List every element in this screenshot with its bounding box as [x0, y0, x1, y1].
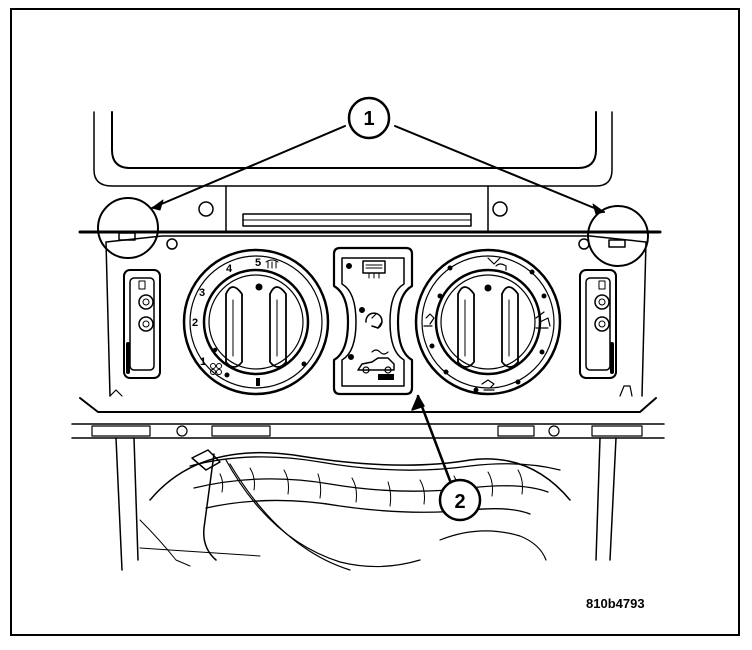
- wiring-harness: [139, 449, 561, 571]
- rear-defrost-button: [346, 260, 386, 279]
- fan-icon: [210, 363, 222, 375]
- callout-1: [151, 96, 605, 215]
- center-button-cluster: [332, 246, 414, 396]
- callout-2: [411, 394, 482, 522]
- blower-speed-knob: [182, 248, 330, 396]
- dashboard-upper-opening: [93, 111, 613, 233]
- bezel-panel: [105, 235, 647, 397]
- blower-speed-5: 5: [255, 257, 261, 269]
- figure-id-label: 810b4793: [586, 596, 645, 611]
- defrost-icon-small: [265, 259, 279, 269]
- vent-mode-icons: [423, 257, 551, 391]
- mode-selector-knob: [414, 248, 562, 396]
- blower-speed-2: 2: [192, 317, 198, 329]
- callout-2-label: 2: [454, 491, 465, 513]
- callout-1-label: 1: [363, 108, 374, 130]
- blower-speed-1: 1: [200, 356, 206, 368]
- left-side-vent: [123, 269, 161, 379]
- clip-left: [97, 197, 159, 259]
- console-cavity: [115, 437, 617, 571]
- blower-speed-4: 4: [226, 263, 233, 275]
- mode-heat-button: [348, 349, 395, 380]
- right-side-vent: [579, 269, 617, 379]
- blower-speed-3: 3: [199, 287, 205, 299]
- lower-trim: [71, 385, 665, 439]
- recirculation-button: [359, 307, 383, 329]
- clip-right: [587, 205, 649, 267]
